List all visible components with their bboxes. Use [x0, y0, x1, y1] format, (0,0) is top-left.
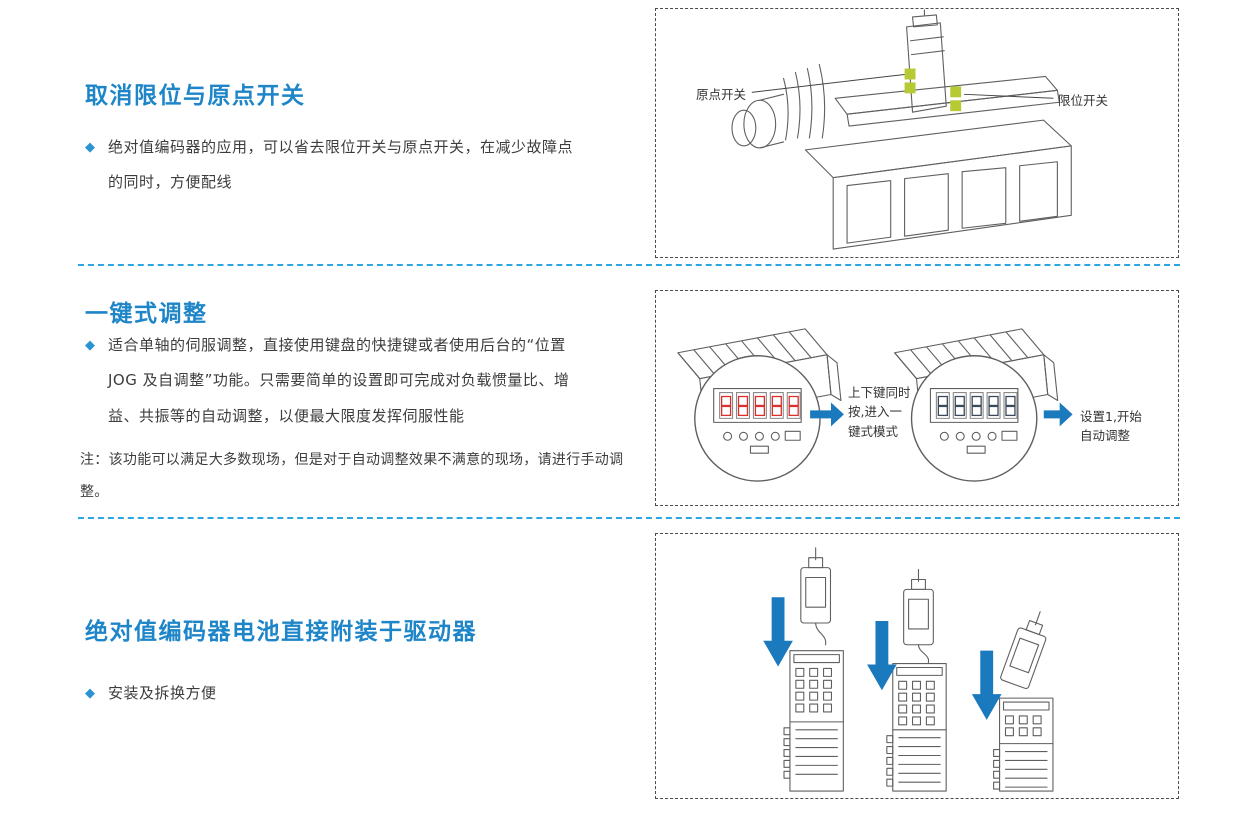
- auto-tune-callout: 设置1,开始 自动调整: [1080, 409, 1142, 444]
- right-arrow-icon: [810, 402, 844, 427]
- battery-icon: [1000, 611, 1047, 690]
- section1-bullet-text: 绝对值编码器的应用，可以省去限位开关与原点开关，在减少故障点的同时，方便配线: [108, 138, 574, 192]
- section2-bullet: ◆ 适合单轴的伺服调整，直接使用键盘的快捷键或者使用后台的“位置JOG 及自调整…: [85, 328, 582, 434]
- figure-battery-box: [655, 533, 1179, 799]
- section3-bullet-text: 安装及拆换方便: [108, 684, 217, 702]
- origin-switch-highlight: [904, 68, 916, 94]
- machine-illustration: [731, 9, 1072, 250]
- leader-lines: [751, 73, 1054, 99]
- section2-note: 注：该功能可以满足大多数现场，但是对于自动调整效果不满意的现场，请进行手动调整。: [80, 452, 624, 501]
- display-digits-dark: [937, 395, 1016, 417]
- one-key-adjust-illustration: [677, 328, 1073, 482]
- diamond-bullet-icon: ◆: [85, 338, 95, 353]
- section1-title: 取消限位与原点开关: [85, 83, 306, 109]
- down-arrow-icon: [867, 621, 897, 691]
- diamond-bullet-icon: ◆: [85, 140, 95, 155]
- down-arrow-icon: [763, 597, 793, 667]
- diamond-bullet-icon: ◆: [85, 686, 95, 701]
- figure-one-key-box: 上下键同时 按,进入一 键式模式 设置1,开始 自动调整: [655, 290, 1179, 506]
- battery-icon: [800, 547, 832, 646]
- down-arrow-icon: [971, 650, 1002, 720]
- dashed-separator-1: [78, 264, 1180, 266]
- section3-bullet: ◆ 安装及拆换方便: [85, 676, 582, 711]
- servo-drive-icon: [783, 650, 844, 792]
- dashed-separator-2: [78, 517, 1180, 519]
- one-key-mode-callout: 上下键同时 按,进入一 键式模式: [848, 385, 911, 439]
- battery-install-illustration: [763, 547, 1054, 792]
- section3-title: 绝对值编码器电池直接附装于驱动器: [85, 619, 477, 645]
- servo-drive-icon: [993, 697, 1054, 792]
- battery-icon: [903, 569, 934, 664]
- limit-switch-label: 限位开关: [1058, 93, 1109, 108]
- section2-title: 一键式调整: [85, 301, 208, 327]
- origin-switch-label: 原点开关: [696, 87, 747, 102]
- figure-machine-box: 原点开关 限位开关: [655, 8, 1179, 258]
- servo-drive-icon: [886, 662, 947, 792]
- machine-line-art: [731, 9, 1072, 250]
- display-digits-red: [720, 395, 799, 417]
- section1-bullet: ◆ 绝对值编码器的应用，可以省去限位开关与原点开关，在减少故障点的同时，方便配线: [85, 130, 582, 201]
- limit-switch-highlight: [950, 86, 962, 112]
- right-arrow-icon: [1043, 402, 1073, 427]
- section2-bullet-text: 适合单轴的伺服调整，直接使用键盘的快捷键或者使用后台的“位置JOG 及自调整”功…: [108, 336, 570, 425]
